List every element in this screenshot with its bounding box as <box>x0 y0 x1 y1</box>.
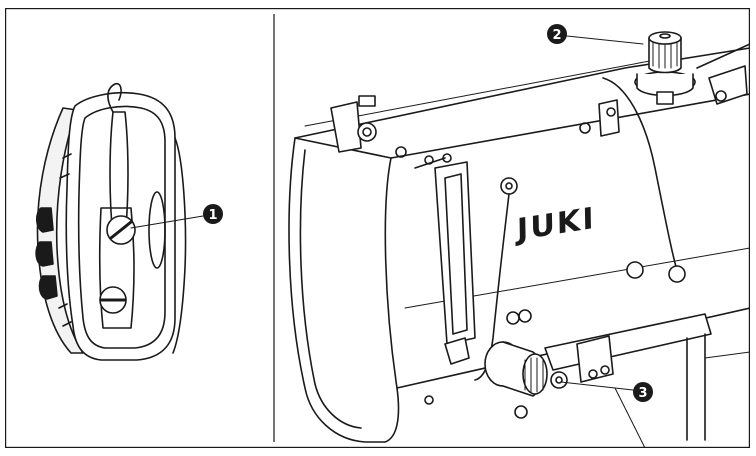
diagram-frame: 1 <box>5 8 750 448</box>
juki-logo: JUKI <box>515 201 596 248</box>
face-plate-inner <box>299 149 362 429</box>
screw <box>442 153 452 163</box>
brand-text: JUKI <box>515 201 596 248</box>
bobbin-case-edge <box>172 137 187 354</box>
thread-guide-pin <box>500 177 518 195</box>
hex-screw <box>626 261 644 279</box>
screw <box>424 155 434 165</box>
grip-bump <box>35 207 54 233</box>
top-edge <box>696 43 750 69</box>
hex-screw <box>668 265 686 283</box>
callout-3-leader <box>560 381 634 391</box>
needle-bar-post <box>686 333 706 441</box>
screw <box>424 395 434 405</box>
arm-cap <box>708 65 748 105</box>
screw <box>579 122 591 134</box>
sewing-machine-illustration: 1 <box>5 8 750 448</box>
bobbin-case-latch <box>148 191 166 269</box>
screw <box>395 146 407 158</box>
callout-3-label: 3 <box>638 386 647 401</box>
callout-2-leader <box>566 35 644 45</box>
arm-top-line <box>304 59 656 127</box>
callout-1-badge: 1 <box>203 204 223 224</box>
outer-border <box>5 8 750 448</box>
lever-bracket <box>576 335 614 383</box>
arm-front-top <box>390 93 750 159</box>
callout-1-leader <box>130 215 204 229</box>
tension-post-assembly <box>634 31 696 105</box>
thread-guide-small <box>444 337 470 365</box>
lever-bar <box>544 313 712 371</box>
callout-3-badge: 3 <box>633 382 653 402</box>
tension-screw <box>106 215 136 245</box>
callout-2-badge: 2 <box>547 24 567 44</box>
bobbin-case-panel <box>35 82 204 361</box>
thread-guide-eyelet <box>357 122 377 142</box>
screw <box>518 309 532 323</box>
arm-top-edge <box>294 47 750 139</box>
callout-1-label: 1 <box>208 208 217 223</box>
grip-bump <box>38 275 58 300</box>
thread-guide-bracket <box>330 101 362 153</box>
lower-screw <box>99 286 127 314</box>
screw <box>506 311 520 325</box>
thread-plate <box>598 99 620 137</box>
thread-wire <box>602 77 678 271</box>
lower-tension-assembly <box>484 341 568 397</box>
grip-bump <box>35 241 54 267</box>
screw <box>514 405 528 419</box>
bobbin-thread <box>107 82 122 113</box>
callout-2-label: 2 <box>552 28 561 43</box>
slot-top <box>414 157 446 169</box>
bobbin-case-rim <box>77 105 166 349</box>
thread-guide-cap <box>358 95 376 107</box>
machine-head-panel <box>288 31 750 448</box>
take-up-lever-slot <box>434 161 476 345</box>
thread-path <box>474 193 510 381</box>
face-plate <box>288 137 400 443</box>
